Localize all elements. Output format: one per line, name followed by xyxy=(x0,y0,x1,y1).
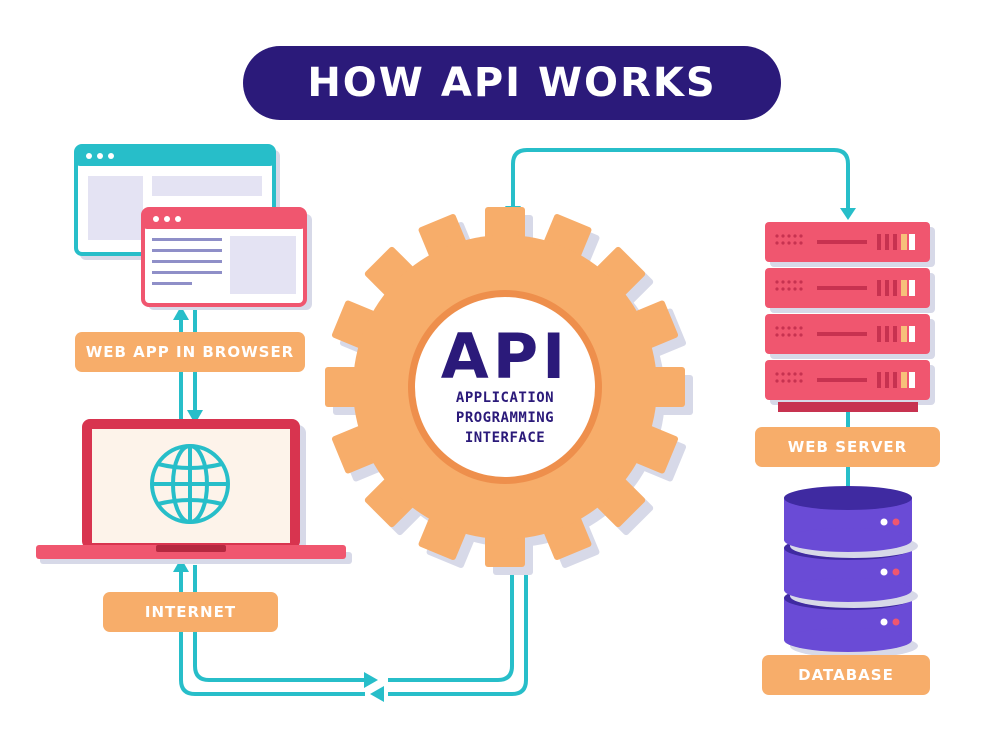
label-web-app-text: WEB APP IN BROWSER xyxy=(85,343,295,361)
arrow-up-to-laptop xyxy=(173,558,189,572)
label-internet-text: INTERNET xyxy=(144,603,237,621)
gear-inner-face xyxy=(415,297,595,477)
label-database: DATABASE xyxy=(762,655,930,695)
server-unit xyxy=(765,314,935,359)
database-disk xyxy=(784,486,918,558)
label-database-text: DATABASE xyxy=(798,666,894,684)
database-icon xyxy=(784,486,918,658)
browser-window-front xyxy=(141,207,312,310)
globe-icon xyxy=(150,444,230,524)
server-unit xyxy=(765,222,935,267)
label-web-app: WEB APP IN BROWSER xyxy=(75,332,305,372)
api-line-application: APPLICATION xyxy=(455,390,555,406)
arrow-right-internet xyxy=(364,672,378,688)
label-web-server: WEB SERVER xyxy=(755,427,940,467)
server-unit xyxy=(765,268,935,313)
laptop xyxy=(36,419,352,564)
api-abbreviation: API xyxy=(440,320,570,393)
api-line-programming: PROGRAMMING xyxy=(455,410,555,426)
arrow-down-to-laptop xyxy=(187,410,203,424)
page-title: HOW API WORKS xyxy=(307,60,717,106)
server-rack-icon xyxy=(765,222,935,412)
label-web-server-text: WEB SERVER xyxy=(787,438,908,456)
api-center-label: API APPLICATION PROGRAMMING INTERFACE xyxy=(410,292,600,482)
api-line-interface: INTERFACE xyxy=(464,430,546,446)
label-internet: INTERNET xyxy=(103,592,278,632)
title-banner: HOW API WORKS xyxy=(243,46,781,120)
connector-laptop-to-gear xyxy=(179,545,528,696)
arrow-left-internet xyxy=(370,686,384,702)
arrow-down-to-server xyxy=(840,208,856,220)
connector-gear-to-server xyxy=(511,148,850,210)
server-unit xyxy=(765,360,935,405)
arrow-up-to-browser xyxy=(173,306,189,320)
